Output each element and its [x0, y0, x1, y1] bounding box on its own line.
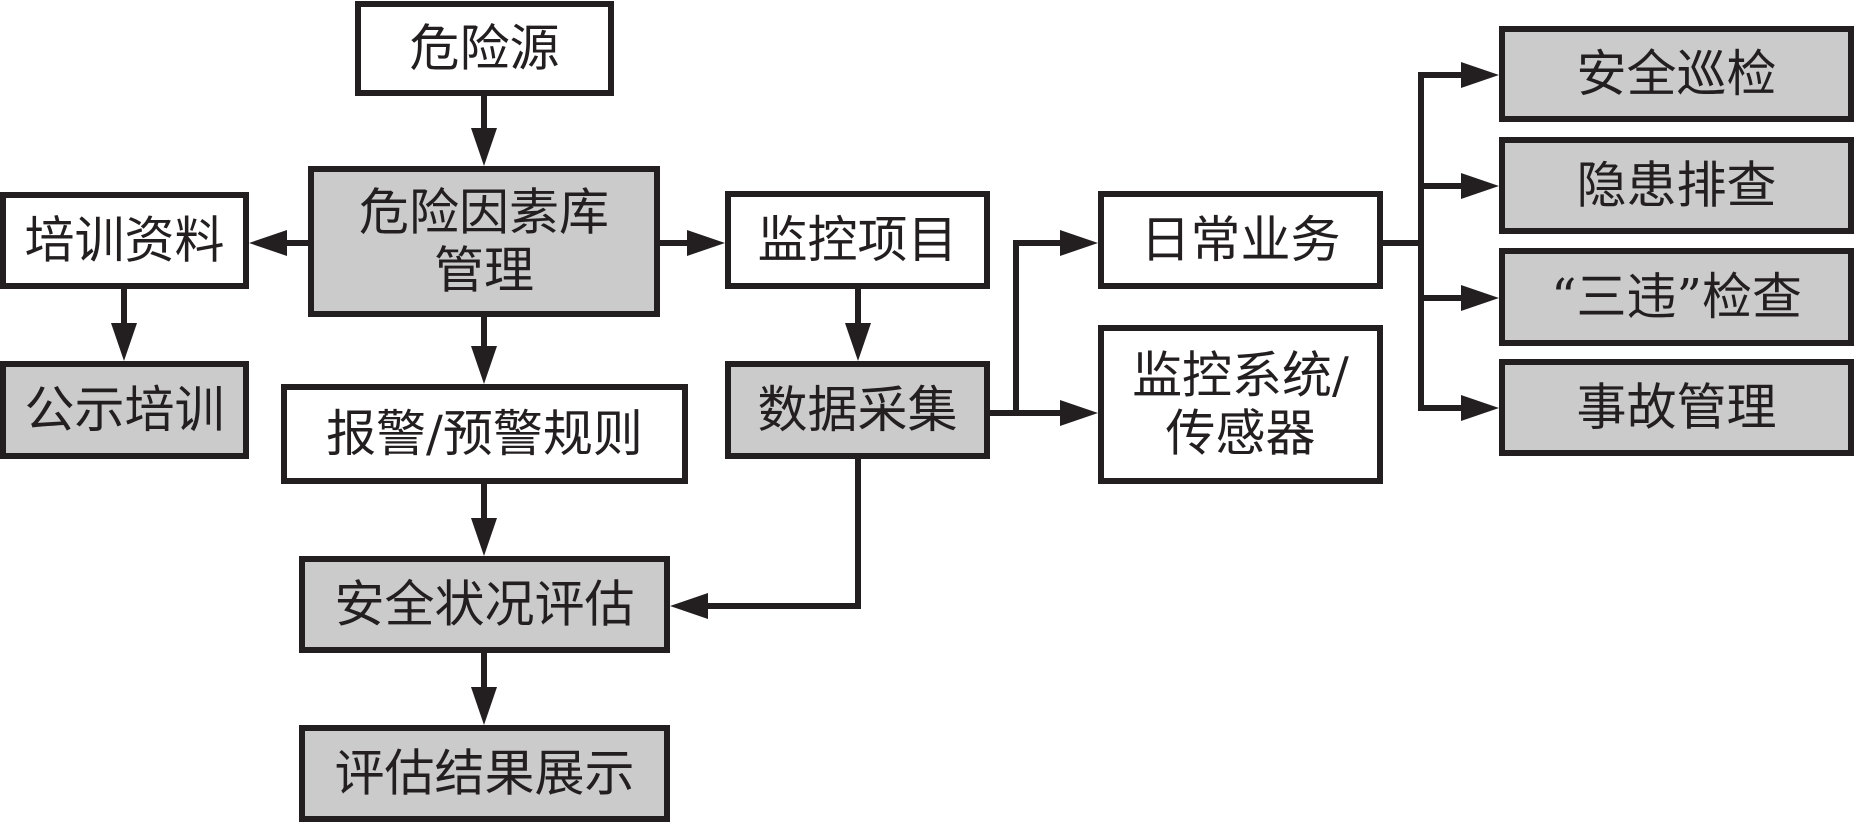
arrow-head-icon	[1461, 285, 1499, 311]
edge-daily-business-to-three-violations-check	[1421, 285, 1499, 311]
arrow-head-icon	[471, 128, 497, 166]
arrow-head-icon	[1461, 62, 1499, 88]
node-daily-business: 日常业务	[1098, 191, 1383, 289]
connector-line	[1380, 72, 1479, 246]
node-label: 隐患排查	[1577, 157, 1777, 215]
node-box	[725, 191, 990, 289]
node-hazard-source: 危险源	[355, 1, 614, 96]
node-label: 危险因素库	[359, 184, 609, 242]
arrow-head-icon	[1060, 230, 1098, 256]
edge-monitoring-items-to-data-collection	[845, 286, 871, 361]
connector-line	[690, 456, 861, 609]
edge-training-materials-to-public-training	[111, 286, 137, 361]
edge-hazard-source-to-hazard-factor-db	[471, 93, 497, 166]
node-label: 管理	[434, 242, 534, 300]
arrow-head-icon	[471, 346, 497, 384]
edges-layer	[111, 62, 1499, 725]
node-label: 评估结果展示	[335, 745, 635, 803]
node-label: 培训资料	[25, 212, 225, 270]
node-safety-assessment: 安全状况评估	[299, 556, 670, 653]
node-box	[299, 556, 670, 653]
node-box	[281, 384, 688, 484]
node-box	[1098, 191, 1383, 289]
node-box	[355, 1, 614, 96]
node-assessment-display: 评估结果展示	[299, 725, 670, 822]
node-accident-management: 事故管理	[1499, 359, 1854, 456]
node-box	[1499, 137, 1854, 234]
node-label: 安全状况评估	[335, 576, 635, 634]
edge-hazard-factor-db-to-training-materials	[249, 230, 311, 256]
arrow-head-icon	[111, 323, 137, 361]
node-label: 数据采集	[758, 381, 958, 439]
arrow-head-icon	[687, 230, 725, 256]
edge-hazard-factor-db-to-monitoring-items	[657, 230, 725, 256]
node-label: 安全巡检	[1577, 45, 1777, 103]
edge-data-collection-to-safety-assessment	[670, 456, 861, 619]
node-box	[1499, 359, 1854, 456]
edge-alarm-rules-to-safety-assessment	[471, 481, 497, 556]
node-box	[299, 725, 670, 822]
edge-data-collection-to-daily-business	[987, 230, 1098, 416]
node-monitoring-system: 监控系统/传感器	[1098, 325, 1383, 484]
edge-daily-business-to-safety-patrol	[1380, 62, 1499, 246]
connector-line	[987, 240, 1078, 416]
arrow-head-icon	[670, 593, 708, 619]
node-box	[1499, 248, 1854, 346]
node-label: 事故管理	[1577, 379, 1777, 437]
node-label: 危险源	[410, 20, 560, 78]
node-label: 日常业务	[1141, 211, 1341, 269]
node-alarm-rules: 报警/预警规则	[281, 384, 688, 484]
node-data-collection: 数据采集	[725, 361, 990, 459]
connector-line	[1418, 243, 1479, 411]
edge-hazard-factor-db-to-alarm-rules	[471, 314, 497, 384]
node-label: 传感器	[1166, 405, 1316, 463]
node-box	[1499, 26, 1854, 122]
node-label: 报警/预警规则	[326, 405, 643, 463]
arrow-head-icon	[1461, 173, 1499, 199]
node-box	[0, 192, 249, 289]
node-label: 公示培训	[25, 381, 225, 439]
node-three-violations-check: “三违”检查	[1499, 248, 1854, 346]
arrow-head-icon	[249, 230, 287, 256]
node-box	[725, 361, 990, 459]
node-safety-patrol: 安全巡检	[1499, 26, 1854, 122]
arrow-head-icon	[1060, 400, 1098, 426]
node-training-materials: 培训资料	[0, 192, 249, 289]
node-hazard-investigation: 隐患排查	[1499, 137, 1854, 234]
arrow-head-icon	[1461, 395, 1499, 421]
node-box	[308, 166, 660, 317]
edge-data-collection-to-monitoring-system	[987, 400, 1098, 426]
arrow-head-icon	[471, 518, 497, 556]
node-label: 监控系统/	[1132, 347, 1349, 405]
node-label: “三违”检查	[1551, 268, 1802, 326]
edge-daily-business-to-accident-management	[1418, 243, 1499, 421]
node-public-training: 公示培训	[0, 361, 249, 459]
node-label: 监控项目	[758, 211, 958, 269]
node-box	[0, 361, 249, 459]
edge-safety-assessment-to-assessment-display	[471, 650, 497, 725]
arrow-head-icon	[845, 323, 871, 361]
node-box	[1098, 325, 1383, 484]
node-monitoring-items: 监控项目	[725, 191, 990, 289]
edge-daily-business-to-hazard-investigation	[1421, 173, 1499, 199]
arrow-head-icon	[471, 687, 497, 725]
